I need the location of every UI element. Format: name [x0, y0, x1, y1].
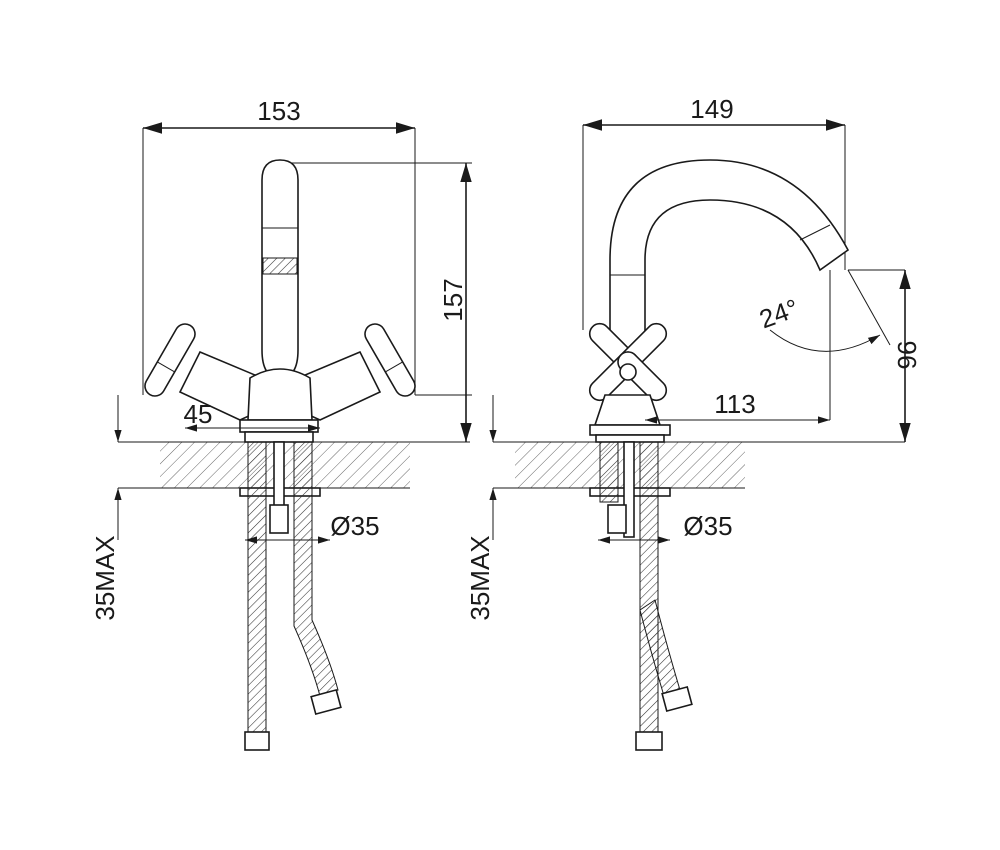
- front-base-plate: [239, 419, 319, 433]
- width-label: 153: [257, 96, 300, 126]
- height-label: 157: [438, 278, 468, 321]
- side-hose-right: [639, 441, 659, 733]
- side-cross-handle: [588, 322, 668, 402]
- reach-label: 113: [714, 389, 755, 419]
- aerator: [262, 257, 298, 275]
- countertop-section-front: [160, 442, 410, 488]
- front-left-lever: [144, 323, 196, 397]
- outlet-height-label: 96: [892, 341, 922, 370]
- front-view: 153 157 45: [90, 96, 472, 751]
- side-counter-label: 35MAX: [465, 535, 495, 620]
- angle-label: 24°: [755, 293, 802, 335]
- counter-label: 35MAX: [90, 535, 120, 620]
- front-hose-left: [247, 441, 267, 733]
- front-hose-right: [293, 441, 339, 697]
- front-center-body: [247, 368, 313, 421]
- side-hose-left: [599, 441, 619, 503]
- side-view: 149 24° 96 113: [465, 94, 922, 751]
- base-label: 45: [184, 399, 213, 429]
- side-hole-label: Ø35: [683, 511, 732, 541]
- side-base-plate: [589, 424, 671, 436]
- front-right-lever: [364, 323, 416, 397]
- side-spout: [609, 159, 850, 351]
- hole-label: Ø35: [330, 511, 379, 541]
- front-threaded-rod: [273, 441, 285, 513]
- side-width-label: 149: [690, 94, 733, 124]
